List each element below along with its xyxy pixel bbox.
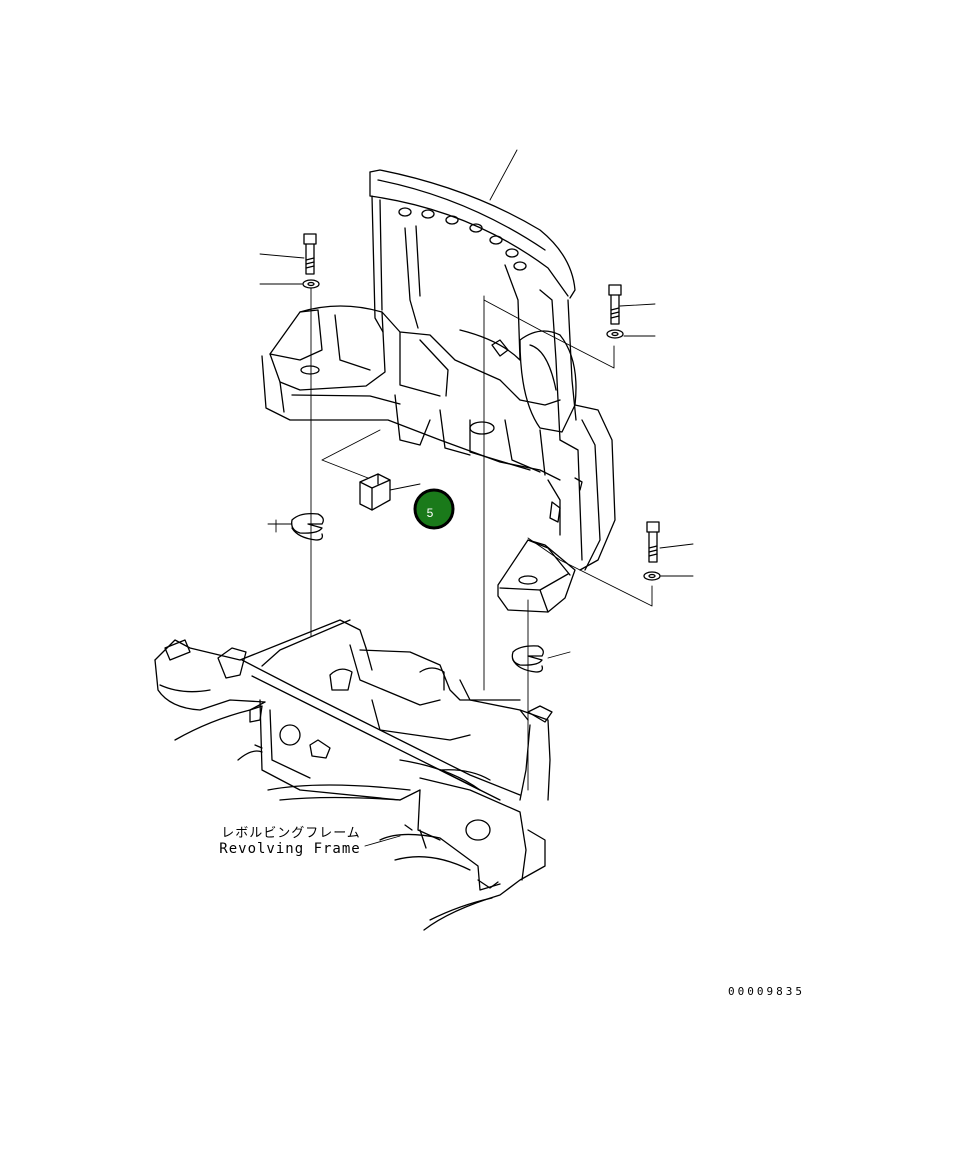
- leader-lines: [259, 149, 694, 847]
- shim-left: [291, 512, 324, 541]
- callout-number: 5: [427, 506, 434, 520]
- bolt-set-left: [302, 233, 320, 289]
- frame-label-english: Revolving Frame: [219, 841, 361, 857]
- pad-block: [359, 473, 391, 511]
- document-number: 00009835: [728, 985, 805, 998]
- revolving-frame-drawing: [154, 619, 553, 931]
- bolt-set-right-upper: [606, 284, 624, 339]
- frame-label-japanese: レボルビングフレーム: [221, 826, 361, 841]
- bolt-set-right-lower: [643, 521, 661, 581]
- callout-5[interactable]: 5: [413, 488, 455, 530]
- counterweight-drawing: [261, 169, 616, 613]
